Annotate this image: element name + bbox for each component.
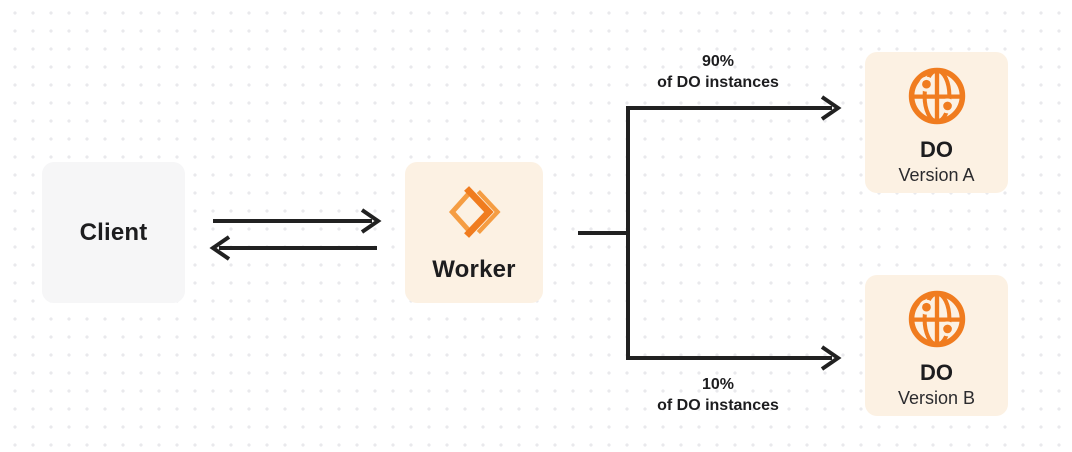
globe-dot — [921, 79, 931, 89]
edge-label-10-line2: of DO instances — [657, 397, 779, 414]
worker-label: Worker — [432, 256, 516, 283]
arrow-branch-to-do-versions — [626, 95, 842, 371]
do-version-b-subtitle: Version B — [897, 387, 976, 408]
cloudflare-workers-logo-icon — [448, 186, 501, 238]
globe-dot — [942, 101, 952, 110]
do-version-a-node: DO Version A — [865, 52, 1008, 193]
do-version-a-subtitle: Version A — [898, 164, 975, 185]
arrow-client-to-worker — [213, 208, 382, 234]
do-version-b-node: DO Version B — [865, 275, 1008, 416]
durable-object-globe-icon — [908, 67, 965, 124]
globe-dot — [942, 324, 952, 333]
workers-logo-center-chevron — [464, 186, 494, 238]
arrow-worker-to-client — [209, 235, 377, 261]
durable-object-globe-icon — [908, 290, 965, 347]
do-version-a-title: DO — [920, 136, 953, 162]
globe-dot — [921, 302, 931, 312]
edge-label-90-percent: 90% of DO instances — [598, 51, 838, 93]
workers-logo-right-chevron — [476, 190, 501, 234]
client-label: Client — [79, 218, 148, 246]
edge-label-10-line1: 10% — [701, 376, 735, 393]
worker-node: Worker — [405, 162, 543, 303]
do-version-b-title: DO — [920, 359, 953, 385]
edge-label-10-percent: 10% of DO instances — [598, 374, 838, 416]
workers-logo-left-bracket — [448, 192, 471, 232]
edge-label-90-line2: of DO instances — [657, 74, 779, 91]
edge-label-90-line1: 90% — [701, 53, 735, 70]
client-node: Client — [42, 162, 185, 303]
